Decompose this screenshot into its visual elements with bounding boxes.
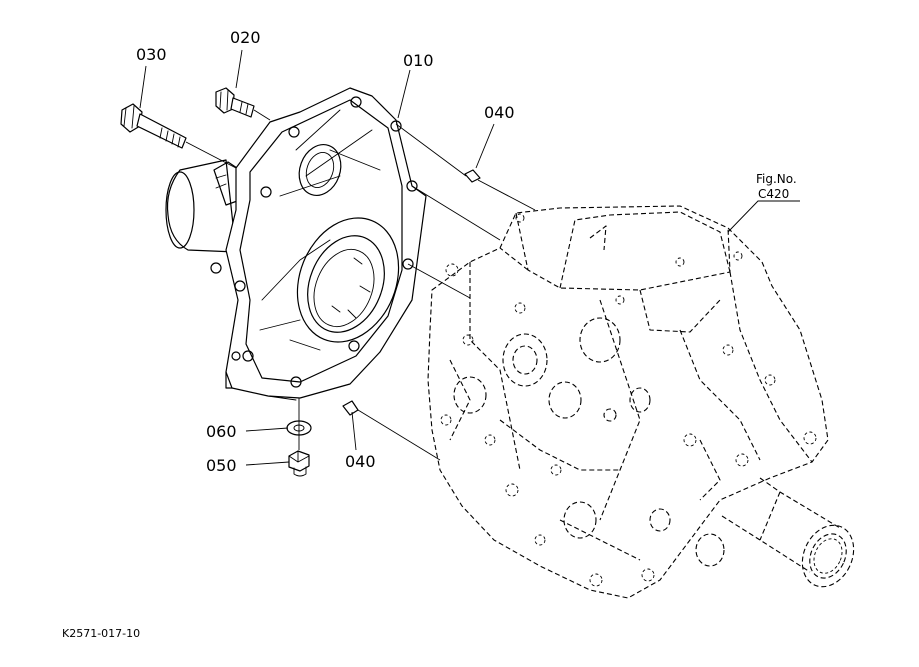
- callout-060: 060: [206, 422, 237, 441]
- dowel-pin-040-bottom: [342, 400, 359, 416]
- figure-ref-label: Fig.No.: [756, 172, 797, 186]
- leader-lines: [139, 49, 800, 466]
- callout-010: 010: [403, 51, 434, 70]
- callout-030: 030: [136, 45, 167, 64]
- drawing-code: K2571-017-10: [62, 627, 140, 640]
- dowel-pin-040-top: [464, 169, 481, 183]
- figure-ref-number: C420: [758, 187, 789, 201]
- callout-040-bottom: 040: [345, 452, 376, 471]
- callout-050: 050: [206, 456, 237, 475]
- bolt-020: [215, 87, 255, 118]
- transmission-case: [427, 205, 855, 599]
- callout-labels: 030 020 010 040 040 060 050 Fig.No. C420…: [62, 28, 797, 640]
- callout-040-top: 040: [484, 103, 515, 122]
- drain-plug-050: [288, 450, 310, 477]
- cover-housing: [165, 87, 427, 401]
- bolt-030: [120, 103, 187, 149]
- callout-020: 020: [230, 28, 261, 47]
